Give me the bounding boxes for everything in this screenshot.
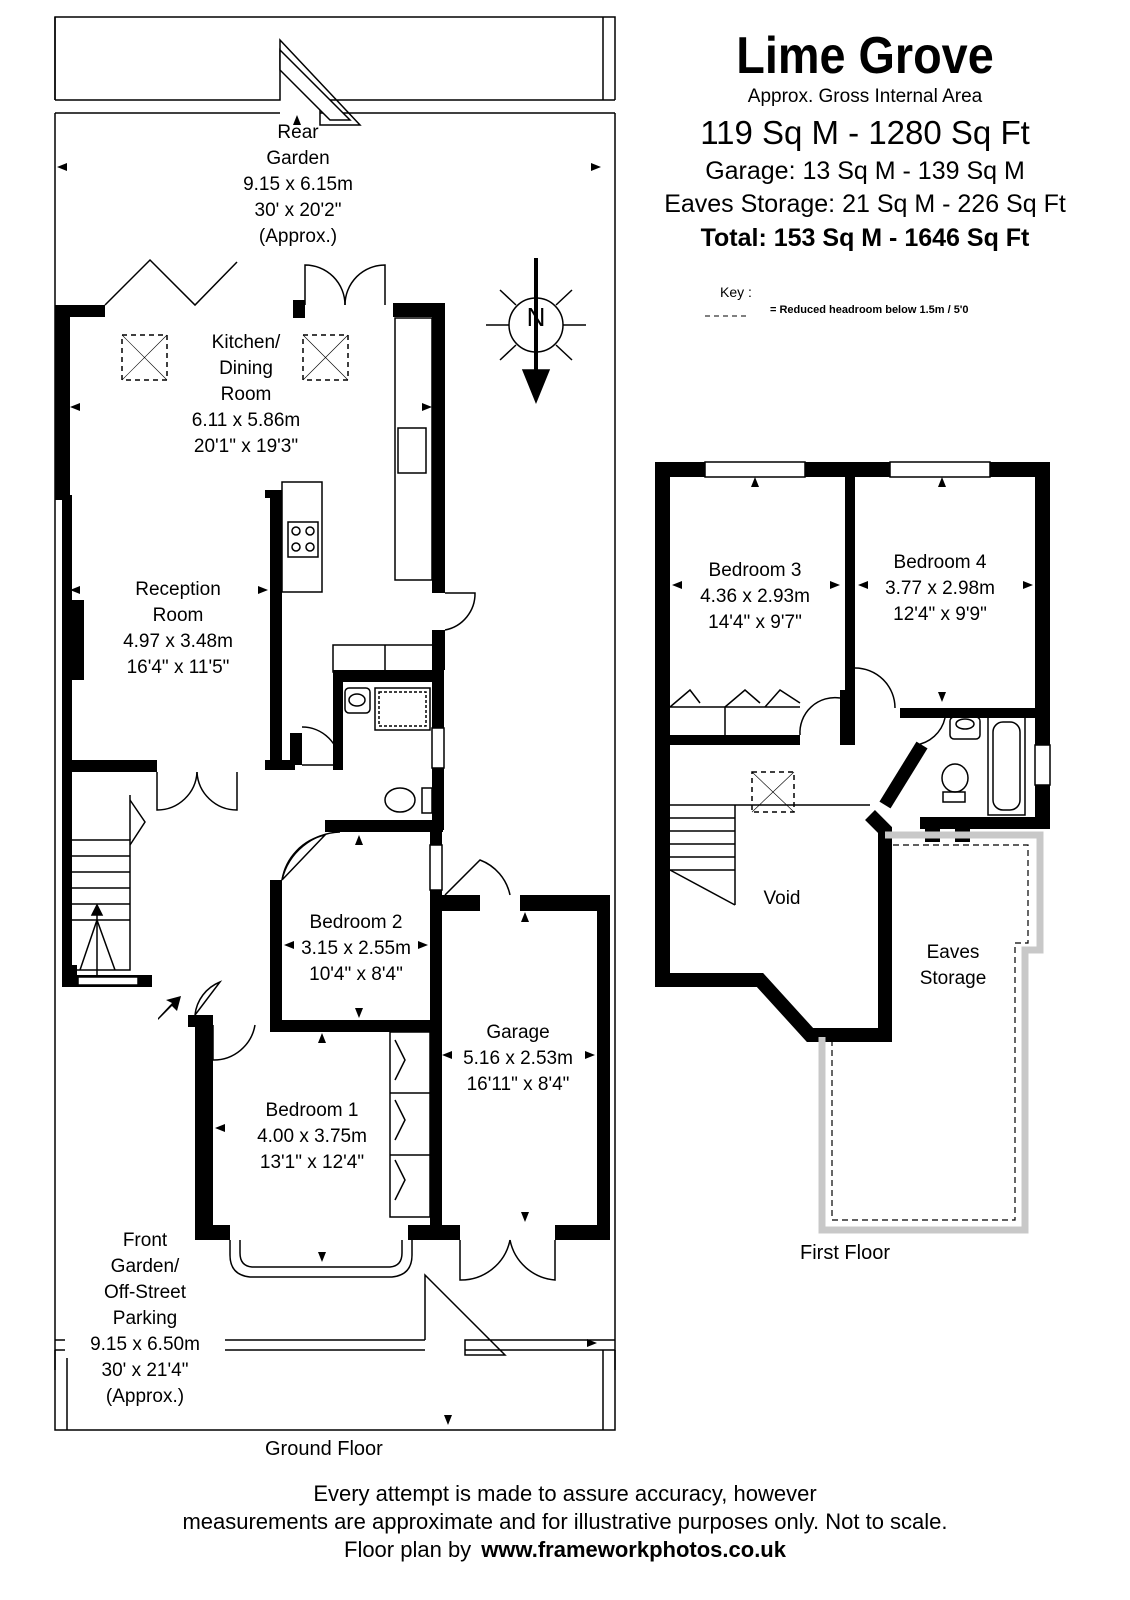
area-subtitle: Approx. Gross Internal Area (747, 86, 983, 107)
reception-name-1: Reception (135, 579, 221, 600)
key-entry-text: Reduced headroom below 1.5m / 5'0 (779, 304, 969, 316)
key-title: Key : (720, 284, 752, 300)
reception-metric: 4.97 x 3.48m (123, 631, 233, 652)
kitchen-name-1: Kitchen/ (211, 332, 281, 353)
room-label-rear-garden: Rear Garden 9.15 x 6.15m 30' x 20'2" (Ap… (198, 120, 398, 250)
eaves-name-1: Eaves (926, 942, 980, 963)
rear-garden-name-2: Garden (266, 148, 330, 169)
bedroom4-metric: 3.77 x 2.98m (885, 578, 995, 599)
credit-link[interactable]: www.frameworkphotos.co.uk (481, 1537, 786, 1562)
bedroom4-name: Bedroom 4 (893, 552, 987, 573)
disclaimer-footer: Every attempt is made to assure accuracy… (0, 1480, 1130, 1564)
bedroom1-name: Bedroom 1 (265, 1100, 359, 1121)
eaves-name-2: Storage (919, 968, 987, 989)
garage-imperial: 16'11" x 8'4" (466, 1074, 570, 1095)
bedroom4-imperial: 12'4" x 9'9" (893, 604, 987, 625)
disclaimer-line-1: Every attempt is made to assure accuracy… (313, 1481, 817, 1506)
room-label-bedroom2: Bedroom 2 3.15 x 2.55m 10'4" x 8'4" (256, 910, 456, 988)
garage-name: Garage (486, 1022, 550, 1043)
rear-garden-imperial: 30' x 20'2" (254, 200, 342, 221)
bedroom1-imperial: 13'1" x 12'4" (259, 1152, 365, 1173)
rear-garden-approx: (Approx.) (258, 226, 338, 247)
room-label-bedroom3: Bedroom 3 4.36 x 2.93m 14'4" x 9'7" (655, 558, 855, 636)
ground-floor-details (54, 258, 616, 1431)
kitchen-metric: 6.11 x 5.86m (191, 410, 301, 431)
bedroom2-imperial: 10'4" x 8'4" (309, 964, 403, 985)
first-floor-walls (655, 462, 1050, 987)
bedroom2-name: Bedroom 2 (309, 912, 403, 933)
disclaimer-line-2: measurements are approximate and for ill… (182, 1509, 948, 1534)
garage-area: Garage: 13 Sq M - 139 Sq M (705, 157, 1025, 185)
bedroom3-imperial: 14'4" x 9'7" (708, 612, 802, 633)
kitchen-imperial: 20'1" x 19'3" (193, 436, 299, 457)
front-garden-approx: (Approx.) (105, 1386, 185, 1407)
kitchen-name-2: Dining (219, 358, 273, 379)
front-garden-metric: 9.15 x 6.50m (65, 1332, 225, 1358)
void-name: Void (763, 888, 801, 909)
bedroom3-name: Bedroom 3 (708, 560, 802, 581)
front-garden-name-2: Garden/ (110, 1256, 180, 1277)
page-title: Lime Grove (736, 27, 994, 85)
first-floor-lines (662, 461, 1051, 1042)
gross-internal-area: 119 Sq M - 1280 Sq Ft (700, 114, 1030, 151)
front-garden-name-1: Front (122, 1230, 168, 1251)
room-label-void: Void (742, 886, 822, 912)
front-garden-imperial: 30' x 21'4" (101, 1360, 189, 1381)
key-entry: = Reduced headroom below 1.5m / 5'0 (770, 304, 969, 316)
compass-north-label: N (526, 302, 546, 332)
credit-line: Floor plan by www.frameworkphotos.co.uk (0, 1536, 1130, 1564)
room-label-eaves: Eaves Storage (903, 940, 1003, 992)
first-floor-title: First Floor (800, 1242, 890, 1264)
ground-floor-title: Ground Floor (265, 1438, 383, 1460)
rear-garden-name-1: Rear (277, 122, 319, 143)
bedroom1-metric: 4.00 x 3.75m (257, 1126, 367, 1147)
compass-rose (486, 258, 586, 404)
kitchen-name-3: Room (220, 384, 272, 405)
dimension-ticks (57, 115, 1033, 1425)
credit-prefix: Floor plan by (344, 1537, 472, 1562)
bedroom2-metric: 3.15 x 2.55m (301, 938, 411, 959)
eaves-storage-outline (818, 831, 1044, 1234)
garage-metric: 5.16 x 2.53m (463, 1048, 573, 1069)
front-garden-name-4: Parking (112, 1308, 178, 1329)
room-label-garage: Garage 5.16 x 2.53m 16'11" x 8'4" (418, 1020, 618, 1098)
room-label-front-garden: Front Garden/ Off-Street Parking 9.15 x … (65, 1228, 225, 1410)
rear-garden-metric: 9.15 x 6.15m (243, 174, 353, 195)
room-label-kitchen: Kitchen/ Dining Room 6.11 x 5.86m 20'1" … (146, 330, 346, 460)
room-label-reception: Reception Room 4.97 x 3.48m 16'4" x 11'5… (78, 577, 278, 681)
room-label-bedroom4: Bedroom 4 3.77 x 2.98m 12'4" x 9'9" (840, 550, 1040, 628)
front-garden-name-3: Off-Street (103, 1282, 186, 1303)
bedroom3-metric: 4.36 x 2.93m (700, 586, 810, 607)
reception-name-2: Room (152, 605, 204, 626)
reception-imperial: 16'4" x 11'5" (126, 657, 230, 678)
eaves-storage-area: Eaves Storage: 21 Sq M - 226 Sq Ft (664, 190, 1066, 218)
total-area: Total: 153 Sq M - 1646 Sq Ft (700, 224, 1030, 252)
room-label-bedroom1: Bedroom 1 4.00 x 3.75m 13'1" x 12'4" (212, 1098, 412, 1176)
